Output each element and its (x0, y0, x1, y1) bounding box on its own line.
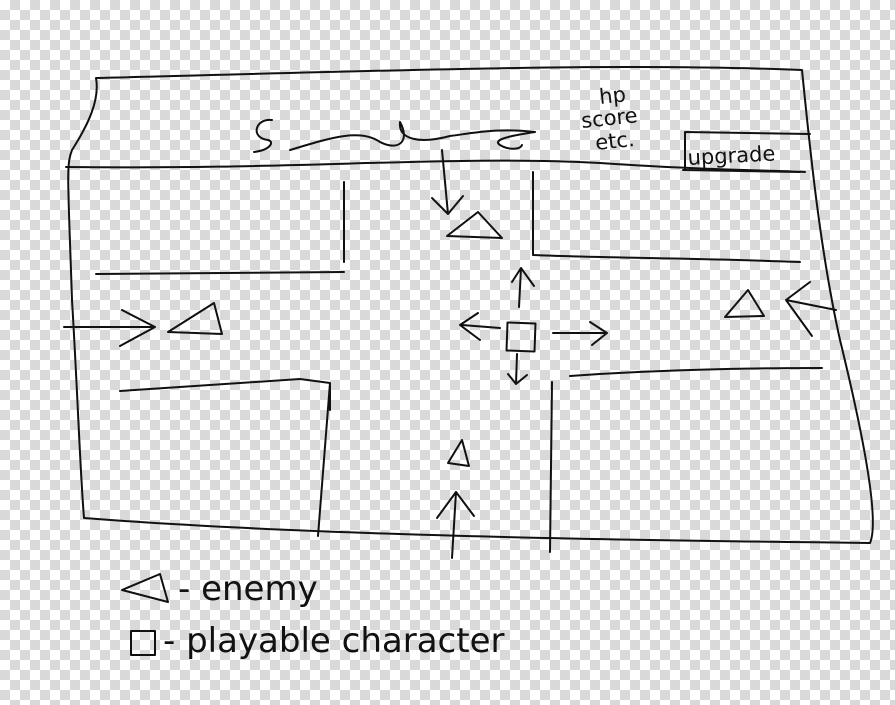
arrow-enemy-right (785, 281, 837, 337)
wall-top-left-horizontal (95, 271, 345, 275)
arrow-move-down (507, 353, 528, 385)
hud-scribble (253, 118, 273, 153)
arrow-enemy-bottom (436, 491, 475, 559)
hud-stat-score: score (580, 103, 639, 133)
arrow-move-right (552, 321, 608, 346)
upgrade-button-label: upgrade (687, 141, 776, 170)
hud-stat-hp: hp (598, 82, 627, 109)
enemy-right (724, 289, 765, 318)
arrow-move-left (459, 312, 501, 341)
arrow-enemy-left (63, 309, 156, 347)
hud-stat-etc: etc. (594, 127, 636, 155)
legend-player-icon (130, 630, 156, 656)
enemy-left (167, 302, 223, 335)
upgrade-button[interactable]: upgrade (682, 131, 811, 173)
player-character[interactable] (505, 321, 537, 353)
game-frame (67, 66, 874, 544)
arrow-enemy-top (431, 149, 464, 215)
upgrade-button-border (682, 131, 811, 173)
hud-scribble-2 (289, 121, 536, 151)
legend-enemy-icon (121, 573, 169, 603)
enemy-top (446, 211, 503, 239)
wall-bottom-right (549, 367, 823, 553)
arrow-move-up (511, 267, 535, 308)
enemy-bottom (447, 439, 470, 467)
wall-bottom-left (119, 378, 331, 537)
wall-top-right (532, 171, 801, 263)
legend-enemy-label: - enemy (178, 569, 318, 609)
hud-divider (65, 159, 806, 173)
legend-player-label: - playable character (163, 621, 504, 661)
